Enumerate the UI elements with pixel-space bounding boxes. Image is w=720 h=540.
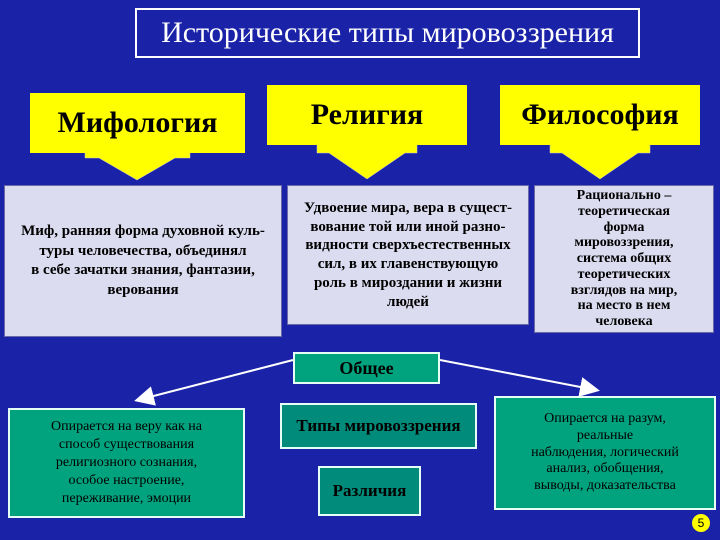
differences-label: Различия xyxy=(318,466,421,516)
types-label: Типы мировоззрения xyxy=(280,403,477,449)
slide-title: Исторические типы мировоззрения xyxy=(135,8,640,58)
mythology-heading: Мифология xyxy=(30,93,245,153)
faith-description: Опирается на веру как на способ существо… xyxy=(8,408,245,518)
philosophy-heading: Философия xyxy=(500,85,700,145)
religion-description: Удвоение мира, вера в сущест- вование то… xyxy=(287,185,529,325)
page-number: 5 xyxy=(692,514,710,532)
religion-heading: Религия xyxy=(267,85,467,145)
reason-description: Опирается на разум, реальные наблюдения,… xyxy=(494,396,716,510)
philosophy-description: Рационально – теоретическая форма мирово… xyxy=(534,185,714,333)
arrow-to-faith xyxy=(134,359,294,406)
common-label: Общее xyxy=(293,352,440,384)
arrow-to-reason xyxy=(439,359,600,397)
mythology-description: Миф, ранняя форма духовной куль- туры че… xyxy=(4,185,282,337)
